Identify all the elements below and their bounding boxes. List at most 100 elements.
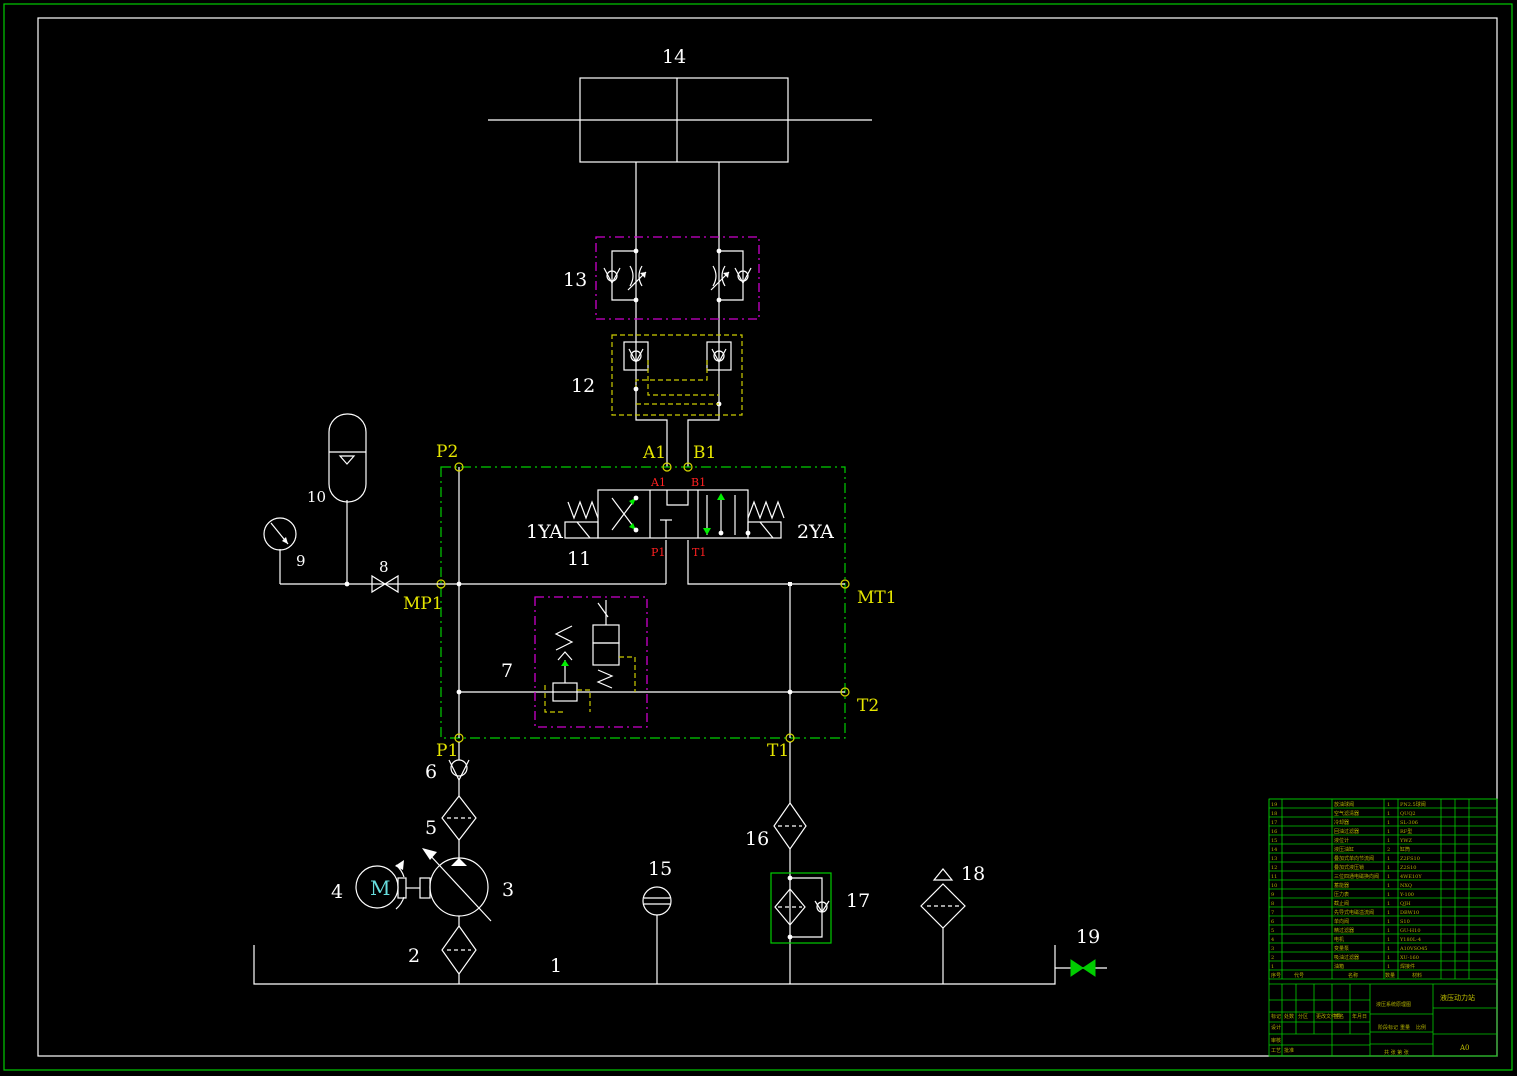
port-a1: A1 [642,443,666,463]
tb-row-qty: 1 [1387,820,1390,826]
tb-sign-0: 标记 [1271,1013,1281,1020]
label-15: 15 [648,858,672,880]
cylinder-14 [488,77,872,163]
motor-symbol: M [370,876,390,900]
valve-port-a1: A1 [650,476,666,489]
tb-row-no: 17 [1271,820,1277,826]
tb-row-spec: 焊接件 [1400,963,1415,970]
label-14: 14 [662,46,686,68]
relief-valve-7 [534,596,648,728]
tb-row-spec: S10 [1400,919,1410,925]
tb-row-no: 16 [1271,829,1277,835]
tb-row-no: 9 [1271,892,1274,898]
label-4: 4 [331,881,343,903]
tb-title: 液压动力站 [1440,993,1475,1002]
tb-sign-9: 批准 [1284,1047,1294,1054]
tb-row-spec: Z2S10 [1400,865,1416,871]
tb-header-material: 材料 [1412,972,1422,979]
tb-row-no: 1 [1271,964,1274,970]
tb-row-qty: 1 [1387,910,1390,916]
tb-row-no: 7 [1271,910,1274,916]
tb-row-spec: GU-H10 [1400,928,1421,934]
tb-sign-2: 分区 [1298,1013,1308,1020]
tb-row-qty: 1 [1387,901,1390,907]
tb-footer: 共 张 第 张 [1384,1049,1409,1056]
port-p1: P1 [436,741,458,761]
tb-row-name: 液位计 [1334,837,1349,844]
port-mt1: MT1 [857,588,897,608]
tb-row-name: 压力表 [1334,891,1349,898]
label-18: 18 [961,863,985,885]
tb-row-name: 液压油缸 [1334,846,1354,853]
gauge-accumulator-branch [263,413,441,594]
tb-row-qty: 1 [1387,811,1390,817]
tb-row-no: 2 [1271,955,1274,961]
throttle-check-valve-13 [595,236,760,320]
port-markers [436,462,850,743]
tb-row-qty: 1 [1387,964,1390,970]
port-t1: T1 [767,741,789,761]
tb-row-no: 12 [1271,865,1277,871]
tb-row-spec: PN2.5球阀 [1400,801,1426,808]
tb-row-qty: 1 [1387,946,1390,952]
label-2: 2 [408,945,420,967]
valve-port-t1: T1 [692,546,706,559]
port-mp1: MP1 [403,594,443,614]
tb-sign-5: 年月日 [1352,1013,1367,1020]
tb-sign-3: 更改文件号 [1316,1013,1341,1020]
label-9: 9 [296,552,306,570]
tb-header-name: 名称 [1348,972,1358,979]
label-7: 7 [501,660,513,682]
tb-row-name: 空气滤清器 [1334,810,1359,817]
label-1: 1 [550,955,562,977]
pump-line [355,742,492,984]
tb-row-no: 6 [1271,919,1274,925]
hydraulic-lock-12 [611,334,743,416]
label-19: 19 [1076,926,1100,948]
tb-row-spec: 4WE10Y [1400,874,1422,880]
tb-row-spec: SL-306 [1400,820,1418,826]
valve-port-p1: P1 [651,546,665,559]
tb-meta-0: 阶段标记 [1378,1024,1398,1031]
tb-row-spec: QUQ2 [1400,811,1416,817]
tb-row-qty: 1 [1387,955,1390,961]
tb-row-spec: XU-160 [1400,955,1419,961]
tb-row-spec: Z2FS10 [1400,856,1420,862]
tb-row-no: 3 [1271,946,1274,952]
port-labels: P2 A1 B1 MP1 MT1 T2 P1 T1 A1 B1 P1 T1 1Y… [370,442,897,900]
tb-row-no: 19 [1271,802,1277,808]
tb-sign-7: 审核 [1271,1037,1281,1044]
tb-row-no: 4 [1271,937,1274,943]
tb-row-qty: 1 [1387,883,1390,889]
tb-row-name: 冷却器 [1334,819,1349,826]
tb-row-no: 18 [1271,811,1277,817]
tank-1 [253,868,1107,985]
tb-row-no: 8 [1271,901,1274,907]
label-17: 17 [846,890,870,912]
tb-sign-6: 设计 [1271,1024,1281,1031]
directional-valve-11 [564,489,785,539]
tb-sign-8: 工艺 [1271,1048,1281,1054]
label-11: 11 [567,548,591,570]
label-13: 13 [563,269,587,291]
tb-row-name: 精过滤器 [1334,927,1354,934]
tb-row-no: 14 [1271,847,1277,853]
tb-row-name: 放油球阀 [1334,801,1354,808]
tb-row-name: 变量泵 [1334,945,1349,952]
tb-row-no: 5 [1271,928,1274,934]
label-6: 6 [425,761,437,783]
tb-row-spec: A10VSO45 [1399,946,1427,952]
tb-row-no: 10 [1271,883,1277,889]
tb-sign-1: 处数 [1284,1013,1294,1020]
tb-row-name: 叠加式液压锁 [1334,864,1364,871]
tb-row-name: 叠加式单向节流阀 [1334,855,1374,862]
tb-row-spec: NXQ [1400,883,1412,889]
label-5: 5 [425,817,437,839]
tb-row-name: 吸油过滤器 [1334,954,1359,961]
tb-row-spec: Y180L-4 [1399,937,1421,943]
label-8: 8 [379,558,389,576]
tb-header-qty: 数量 [1385,972,1395,979]
tb-row-qty: 1 [1387,838,1390,844]
